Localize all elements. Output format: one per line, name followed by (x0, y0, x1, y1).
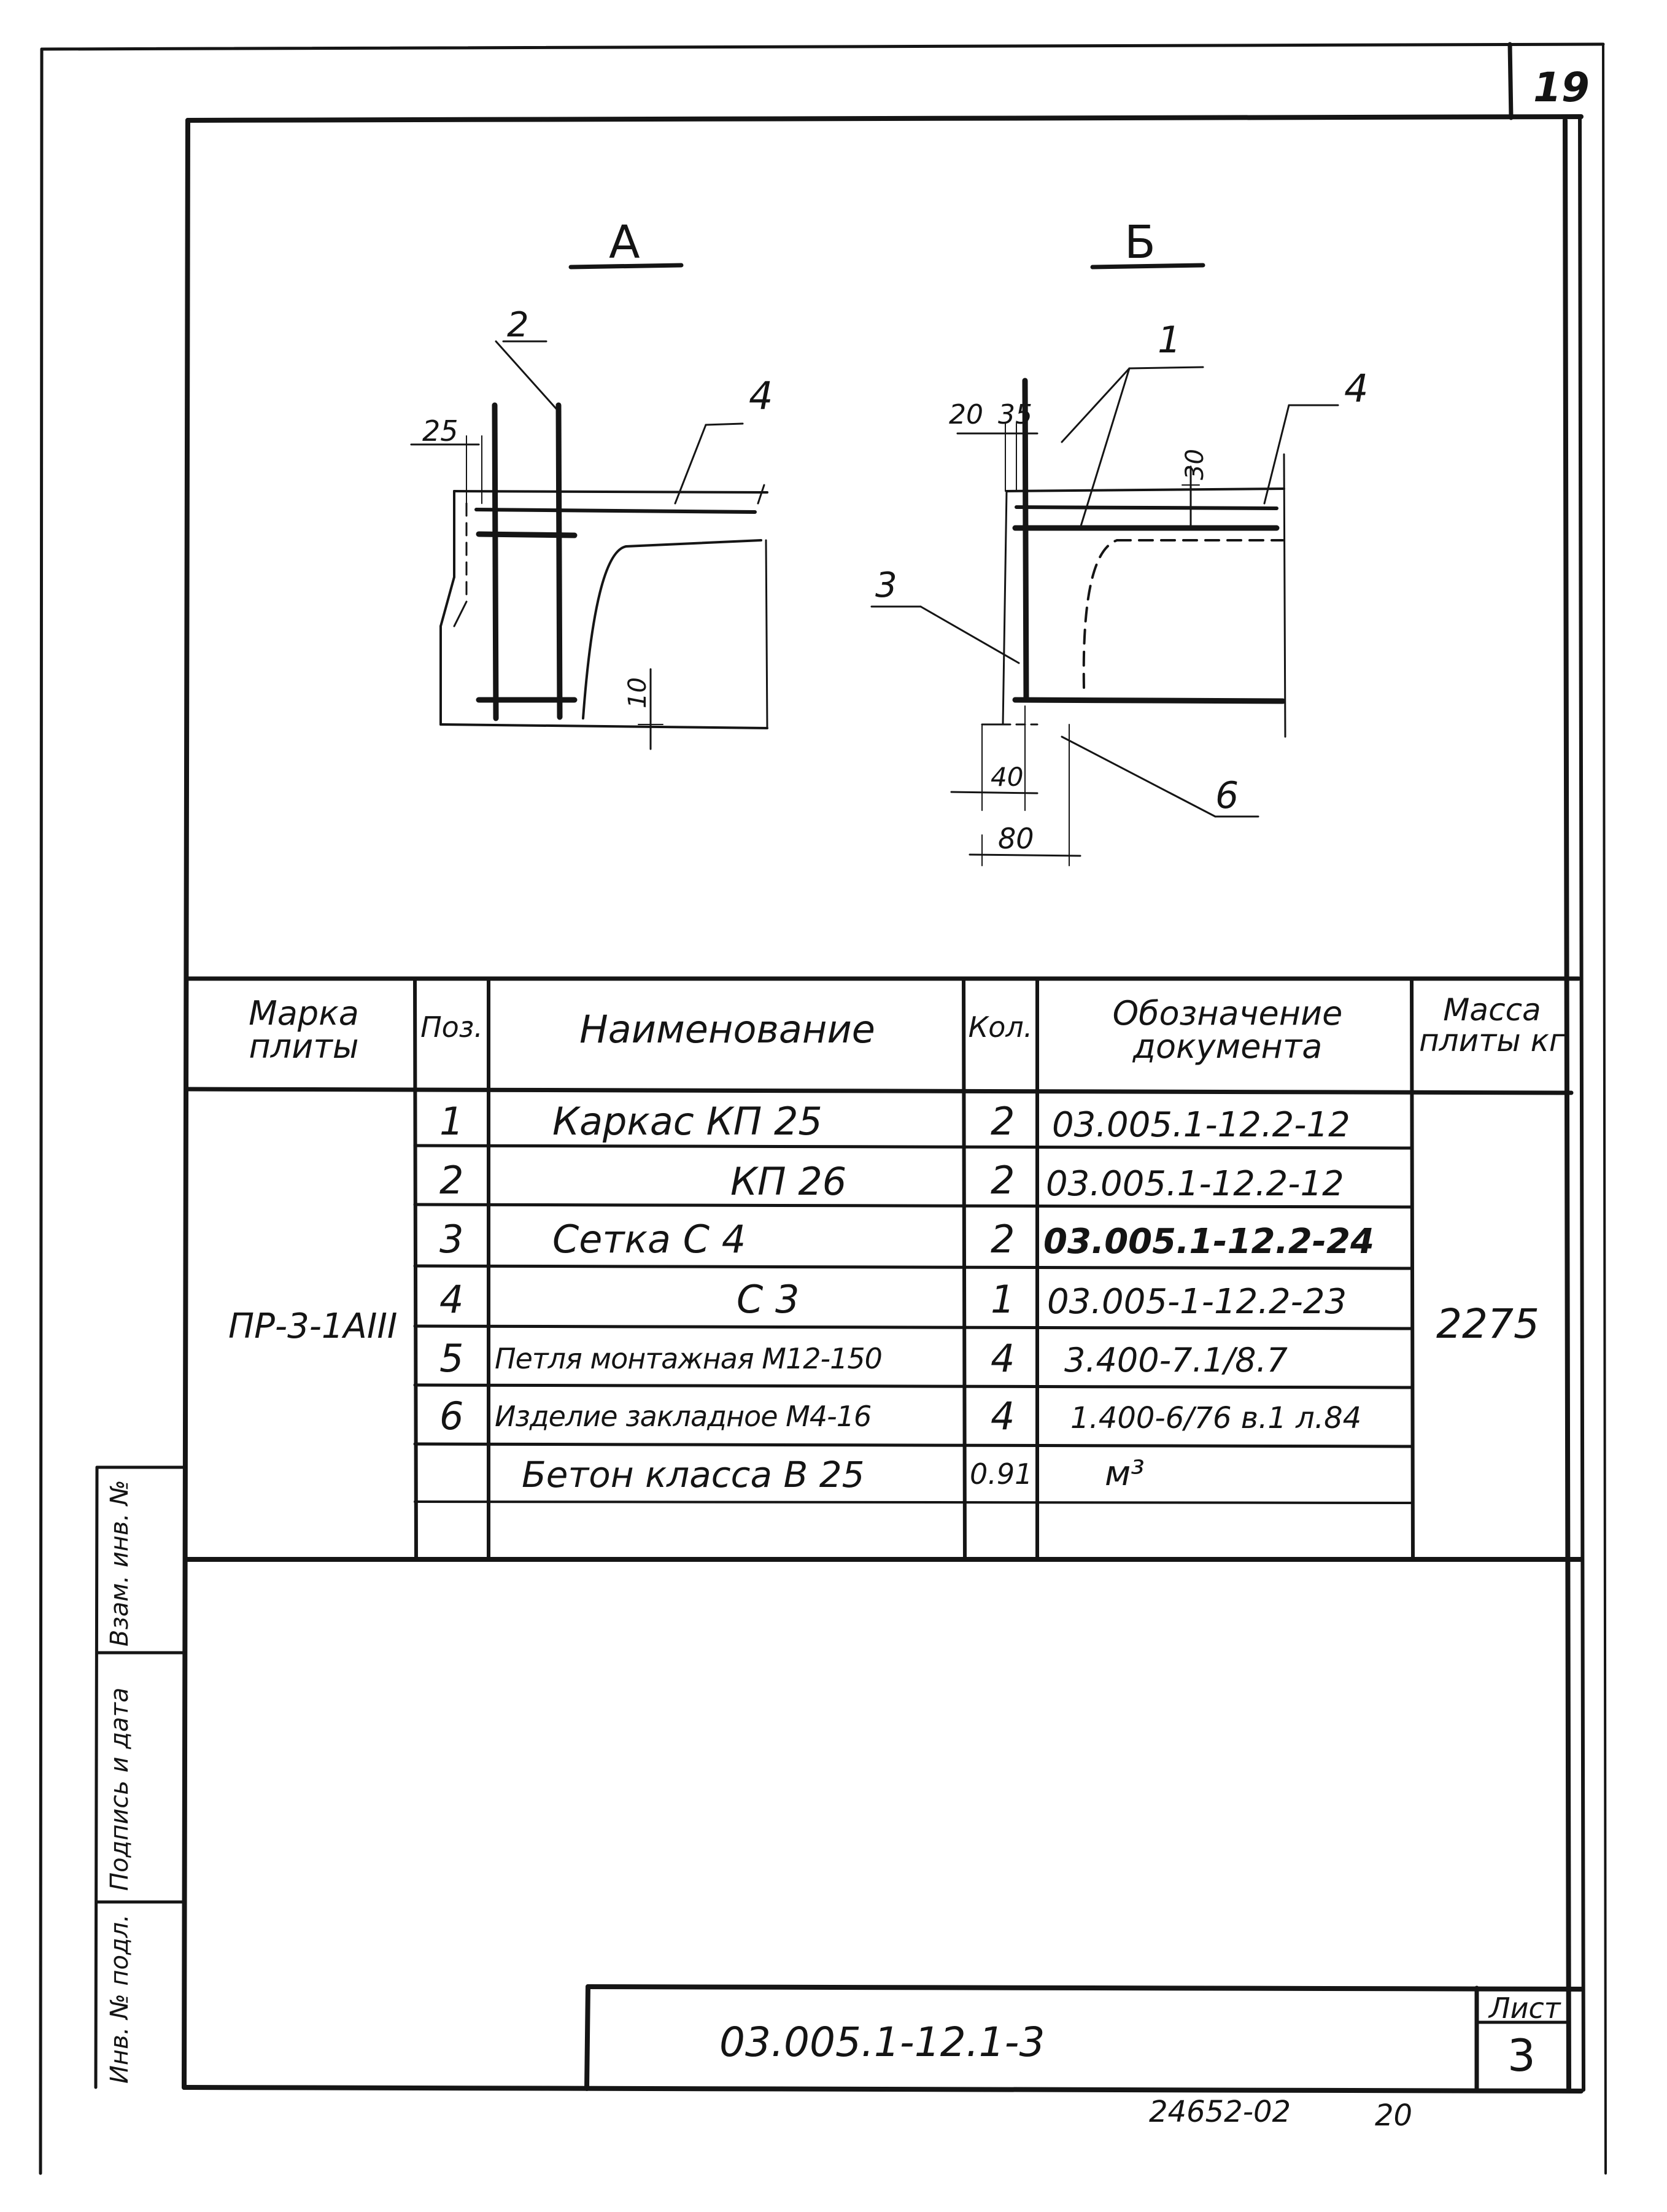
stamp-signature-date: Подпись и дата (106, 1687, 134, 1891)
header-doc: Обозначение документа (1112, 994, 1343, 1066)
page-number: 19 (1533, 64, 1590, 111)
row-qty: 2 (991, 1217, 1015, 1262)
row-doc: 03.005.1-12.2-24 (1043, 1222, 1374, 1262)
view-a-callout-2: 2 (507, 305, 529, 345)
view-b-dim-40: 40 (991, 762, 1023, 792)
view-b-title: Б (1124, 216, 1156, 269)
copy-number: 20 (1375, 2098, 1413, 2133)
row-qty: 1 (991, 1277, 1015, 1322)
view-b-dim-80: 80 (998, 822, 1034, 855)
row-doc: 03.005.1-12.2-12 (1046, 1164, 1344, 1204)
view-b-dim-30: 30 (1181, 449, 1209, 480)
row-name: Сетка С 4 (552, 1217, 746, 1262)
view-b-callout-6: 6 (1215, 774, 1239, 817)
row-name: Петля монтажная М12-150 (495, 1342, 883, 1375)
detail-view-a: А 2 4 25 10 (410, 216, 773, 750)
row-pos: 1 (439, 1099, 464, 1144)
view-a-dim-25: 25 (422, 414, 458, 448)
view-a-title: А (609, 216, 640, 269)
row-doc: 03.005-1-12.2-23 (1047, 1282, 1347, 1322)
sheet-label: Лист (1489, 1992, 1561, 2025)
row-qty: 0.91 (970, 1457, 1033, 1491)
plate-mass: 2275 (1436, 1300, 1539, 1348)
row-name: Каркас КП 25 (552, 1099, 822, 1144)
stamp-inv-no: Инв. № подл. (106, 1914, 134, 2084)
row-doc: 3.400-7.1/8.7 (1064, 1341, 1288, 1380)
header-mark: Марка плиты (249, 994, 359, 1066)
stamp-replace-inv: Взам. инв. № (106, 1480, 134, 1647)
row-qty: 4 (991, 1336, 1015, 1381)
row-pos: 4 (439, 1277, 464, 1322)
archive-number: 24652-02 (1149, 2095, 1291, 2129)
row-doc: 1.400-6/76 в.1 л.84 (1070, 1401, 1362, 1435)
document-code: 03.005.1-12.1-3 (719, 2019, 1045, 2066)
row-pos: 5 (439, 1336, 464, 1381)
row-qty: 2 (991, 1099, 1015, 1144)
detail-view-b: Б 1 4 3 6 20 35 30 40 80 (870, 216, 1368, 866)
row-name: С 3 (737, 1277, 800, 1322)
view-a-dim-10: 10 (624, 677, 652, 708)
row-doc: м³ (1105, 1454, 1145, 1494)
row-name: Изделие закладное М4-16 (495, 1400, 872, 1433)
sheet-number: 3 (1507, 2030, 1536, 2081)
plate-mark: ПР-3-1АIII (228, 1306, 398, 1346)
row-pos: 3 (439, 1217, 464, 1262)
row-qty: 2 (991, 1158, 1015, 1203)
row-pos: 6 (439, 1394, 464, 1438)
view-a-callout-4: 4 (749, 373, 773, 418)
view-b-callout-1: 1 (1158, 319, 1181, 362)
row-pos: 2 (439, 1158, 464, 1203)
header-mass: Масса плиты кг (1418, 992, 1566, 1058)
header-name: Наименование (579, 1007, 875, 1052)
row-name: КП 26 (730, 1159, 847, 1204)
row-doc: 03.005.1-12.2-12 (1052, 1105, 1350, 1145)
view-b-callout-3: 3 (875, 565, 897, 605)
header-qty: Кол. (968, 1011, 1033, 1044)
header-pos: Поз. (420, 1011, 483, 1044)
row-qty: 4 (991, 1394, 1015, 1438)
row-name: Бетон класса В 25 (522, 1454, 865, 1496)
view-b-dim-35: 35 (998, 399, 1032, 430)
view-b-callout-4: 4 (1344, 366, 1368, 411)
view-b-dim-20: 20 (949, 399, 983, 430)
